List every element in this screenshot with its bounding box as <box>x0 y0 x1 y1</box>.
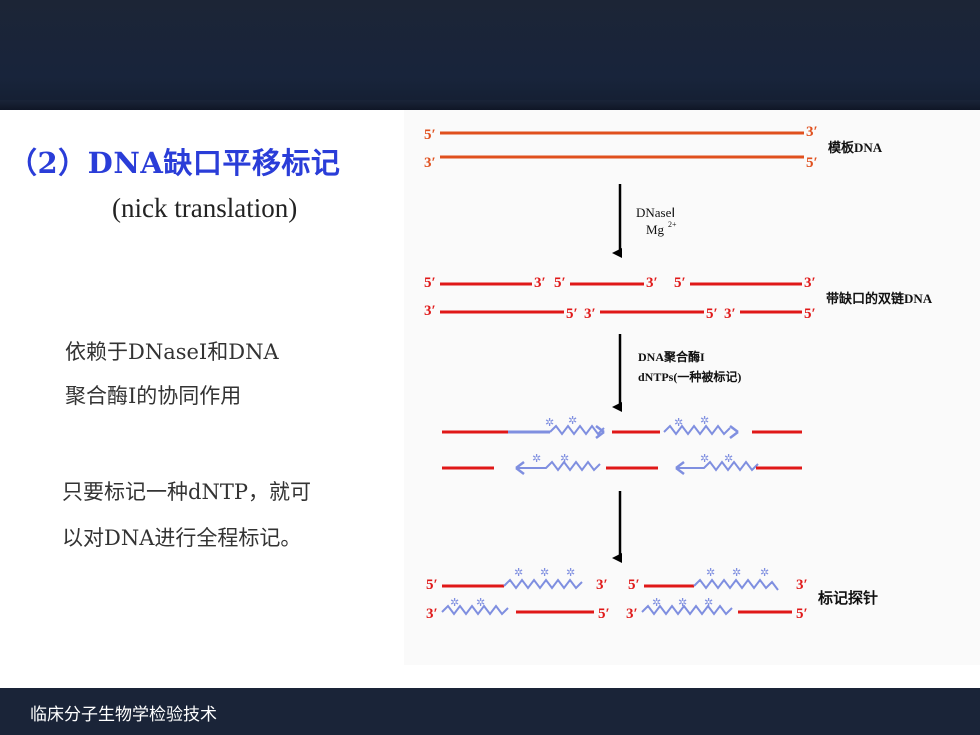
body-line-4: 以对DNA进行全程标记。 <box>62 526 302 550</box>
prime-label: 3′ <box>424 155 436 171</box>
svg-text:3′: 3′ <box>424 303 436 319</box>
body-line-3: 只要标记一种dNTP，就可 <box>62 480 311 504</box>
svg-text:✲: ✲ <box>678 597 687 609</box>
body-line-2: 聚合酶Ⅰ的协同作用 <box>65 384 242 408</box>
enzyme-mg: Mg <box>646 222 665 237</box>
svg-text:3′: 3′ <box>584 306 596 322</box>
svg-text:5′: 5′ <box>804 306 816 322</box>
svg-text:3′: 3′ <box>646 275 658 291</box>
prime-label: 5′ <box>806 155 818 171</box>
label-nicked-dna: 带缺口的双链DNA <box>826 291 933 306</box>
svg-text:3′: 3′ <box>724 306 736 322</box>
label-star-icon: ✲ <box>532 453 541 465</box>
label-star-icon: ✲ <box>724 453 733 465</box>
svg-text:3′: 3′ <box>426 606 438 622</box>
svg-text:✲: ✲ <box>450 597 459 609</box>
svg-text:5′: 5′ <box>674 275 686 291</box>
label-probe: 标记探针 <box>817 589 878 607</box>
diagram-svg: 5′ 3′ 3′ 5′ 模板DNA DNaseⅠ Mg 2+ 5′ 3′ 5′ … <box>424 124 933 622</box>
svg-text:5′: 5′ <box>598 606 610 622</box>
enzyme-dntps: dNTPs(一种被标记) <box>638 369 741 384</box>
prime-label: 5′ <box>424 127 436 143</box>
svg-text:3′: 3′ <box>596 577 608 593</box>
svg-text:5′: 5′ <box>426 577 438 593</box>
svg-text:5′: 5′ <box>628 577 640 593</box>
enzyme-dnase: DNaseⅠ <box>636 205 675 220</box>
template-dna: 5′ 3′ 3′ 5′ 模板DNA <box>424 124 883 171</box>
nicked-dna: 5′ 3′ 5′ 3′ 5′ 3′ 3′ 5′ 3′ 5′ 3′ 5′ 带缺口的… <box>424 275 933 322</box>
slide-title: （2）DNA缺口平移标记 <box>8 146 341 180</box>
labeled-probe: 5′ ✲ ✲ ✲ 3′ 5′ ✲ ✲ ✲ 3′ 3′ ✲ ✲ 5′ 3′ ✲ ✲… <box>426 567 878 622</box>
translation-in-progress: ✲ ✲ ✲ ✲ ✲ ✲ ✲ ✲ <box>442 415 802 475</box>
body-line-1: 依赖于DNaseⅠ和DNA <box>65 340 279 364</box>
label-star-icon: ✲ <box>545 417 554 429</box>
svg-text:3′: 3′ <box>534 275 546 291</box>
svg-text:3′: 3′ <box>626 606 638 622</box>
svg-text:✲: ✲ <box>706 567 715 579</box>
footer-course-title: 临床分子生物学检验技术 <box>30 705 217 725</box>
svg-text:3′: 3′ <box>796 577 808 593</box>
enzyme-mg-charge: 2+ <box>668 220 677 229</box>
label-template-dna: 模板DNA <box>828 140 883 155</box>
svg-text:✲: ✲ <box>760 567 769 579</box>
svg-text:✲: ✲ <box>476 597 485 609</box>
svg-text:✲: ✲ <box>652 597 661 609</box>
header-band <box>0 0 980 110</box>
svg-text:✲: ✲ <box>732 567 741 579</box>
svg-text:5′: 5′ <box>706 306 718 322</box>
svg-text:✲: ✲ <box>566 567 575 579</box>
header-band-shadow <box>0 100 980 110</box>
slide-subtitle: (nick translation) <box>112 193 298 223</box>
label-star-icon: ✲ <box>560 453 569 465</box>
enzyme-polymerase: DNA聚合酶I <box>638 349 705 364</box>
footer-bar: 临床分子生物学检验技术 <box>0 688 980 735</box>
svg-text:3′: 3′ <box>804 275 816 291</box>
svg-text:5′: 5′ <box>796 606 808 622</box>
svg-text:5′: 5′ <box>566 306 578 322</box>
label-star-icon: ✲ <box>568 415 577 427</box>
label-star-icon: ✲ <box>700 415 709 427</box>
nick-translation-diagram: 5′ 3′ 3′ 5′ 模板DNA DNaseⅠ Mg 2+ 5′ 3′ 5′ … <box>404 110 980 665</box>
svg-text:5′: 5′ <box>424 275 436 291</box>
label-star-icon: ✲ <box>674 417 683 429</box>
svg-text:✲: ✲ <box>704 597 713 609</box>
prime-label: 3′ <box>806 124 818 140</box>
svg-text:✲: ✲ <box>540 567 549 579</box>
label-star-icon: ✲ <box>700 453 709 465</box>
svg-text:5′: 5′ <box>554 275 566 291</box>
svg-text:✲: ✲ <box>514 567 523 579</box>
